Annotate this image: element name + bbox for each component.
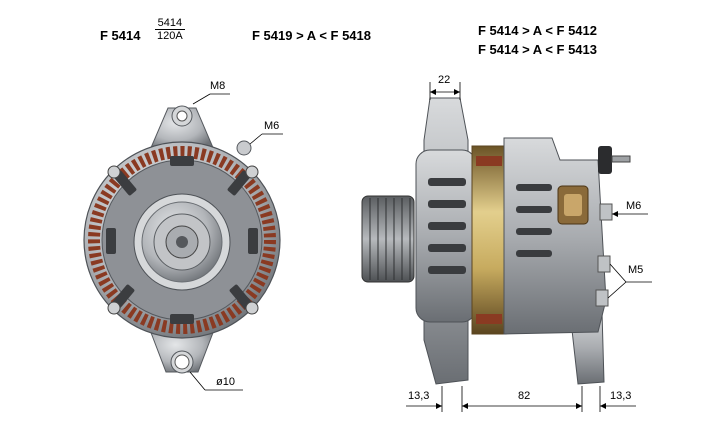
- interchange-3: F 5414 > A < F 5413: [478, 42, 597, 57]
- part-code: F 5414: [100, 28, 141, 43]
- m8-label: M8: [210, 80, 226, 92]
- m6-front-leader: [249, 133, 263, 145]
- dim-left-13-3: 13,3: [408, 390, 430, 402]
- dim-top-22: 22: [438, 74, 451, 86]
- m6-front-label: M6: [264, 120, 280, 132]
- m6-side-label: M6: [626, 200, 642, 212]
- dimension-arrows: [430, 89, 618, 409]
- amperage-fraction: 5414 120A: [155, 17, 185, 42]
- hole-leader: [189, 371, 206, 391]
- dim-right-13-3: 13,3: [610, 390, 632, 402]
- interchange-1: F 5419 > A < F 5418: [252, 28, 371, 43]
- hole-diameter-label: ø10: [216, 376, 235, 388]
- dim-middle-82: 82: [518, 390, 531, 402]
- front-view: [83, 105, 281, 374]
- dimension-lines: [406, 82, 652, 412]
- side-view: [361, 97, 631, 385]
- fraction-bottom: 120A: [157, 30, 183, 42]
- m8-leader: [192, 93, 211, 105]
- m5-label: M5: [628, 264, 644, 276]
- interchange-2: F 5414 > A < F 5412: [478, 23, 597, 38]
- fraction-top: 5414: [155, 17, 185, 30]
